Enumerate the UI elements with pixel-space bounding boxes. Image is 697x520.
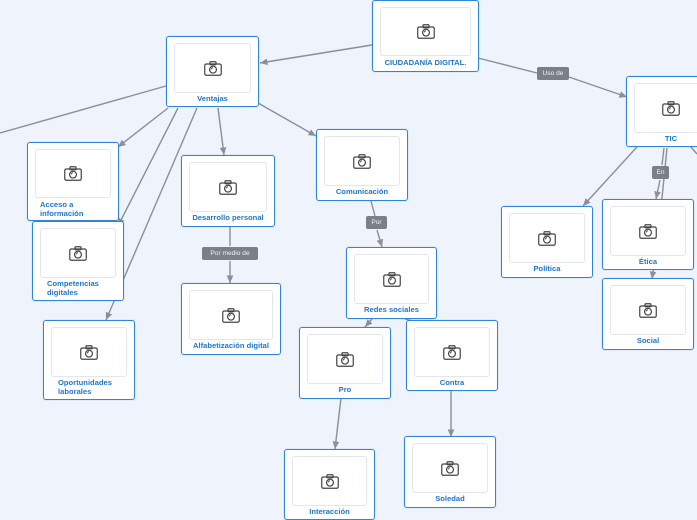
node-redes-sociales[interactable]: Redes sociales — [346, 247, 437, 319]
node-image — [634, 83, 697, 133]
node-image — [174, 43, 251, 93]
node-acceso-informacion[interactable]: Acceso a información — [27, 142, 119, 221]
edge-usode-tic — [568, 76, 628, 98]
edge-ventajas-competencias — [117, 107, 179, 227]
edge-en-etica — [654, 179, 661, 200]
edge-label-en[interactable]: En — [652, 166, 669, 179]
node-label: Acceso a información — [40, 200, 84, 218]
node-label: Ética — [638, 257, 658, 266]
camera-icon — [219, 179, 237, 195]
node-image — [324, 136, 400, 186]
node-image — [307, 334, 383, 384]
node-label: TIC — [664, 134, 678, 143]
node-label: Política — [533, 264, 561, 273]
node-social[interactable]: Social — [602, 278, 694, 350]
edge-comunicacion-por — [370, 200, 376, 217]
node-image — [509, 213, 585, 263]
edge-tic-en — [661, 147, 665, 166]
camera-icon — [353, 153, 371, 169]
camera-icon — [416, 24, 435, 39]
camera-icon — [336, 351, 354, 367]
edge-por-redes — [376, 229, 384, 248]
edge-tic-politica — [582, 146, 638, 207]
node-pro[interactable]: Pro — [299, 327, 391, 399]
node-label: Redes sociales — [364, 305, 419, 314]
node-ciudadania-digital[interactable]: CIUDADANÍA DIGITAL. — [372, 0, 479, 72]
node-image — [40, 228, 116, 278]
node-image — [35, 149, 111, 198]
node-ventajas[interactable]: Ventajas — [166, 36, 259, 107]
node-etica[interactable]: Ética — [602, 199, 694, 270]
camera-icon — [222, 307, 240, 323]
camera-icon — [662, 100, 680, 116]
node-image — [610, 285, 686, 335]
camera-icon — [64, 166, 82, 181]
edge-ventajas-acceso — [117, 107, 169, 148]
node-image — [412, 443, 488, 493]
camera-icon — [443, 344, 461, 360]
node-desarrollo-personal[interactable]: Desarrollo personal — [181, 155, 275, 227]
camera-icon — [69, 245, 87, 261]
edge-label-uso-de[interactable]: Uso de — [537, 67, 569, 80]
node-soledad[interactable]: Soledad — [404, 436, 496, 508]
camera-icon — [203, 60, 222, 76]
edge-label-por-medio-de[interactable]: Por medio de — [202, 247, 258, 260]
node-competencias-digitales[interactable]: Competencias digitales — [32, 221, 124, 301]
node-alfabetizacion-digital[interactable]: Alfabetización digital — [181, 283, 281, 355]
node-image — [189, 162, 267, 212]
camera-icon — [320, 473, 339, 489]
node-image — [292, 456, 367, 506]
node-label: Competencias digitales — [47, 279, 99, 297]
node-label: Pro — [338, 385, 352, 394]
edge-label-por[interactable]: Por — [366, 216, 387, 229]
edge-ventajas-comunicacion — [257, 102, 317, 137]
node-image — [51, 327, 127, 377]
node-label: Contra — [439, 378, 465, 387]
node-label: Soledad — [435, 494, 465, 503]
node-contra[interactable]: Contra — [406, 320, 498, 391]
camera-icon — [639, 223, 657, 239]
camera-icon — [80, 344, 98, 360]
edge-pro-interaccion — [332, 397, 342, 450]
node-image — [414, 327, 490, 377]
node-image — [610, 206, 686, 256]
edge-root-usode — [477, 57, 538, 74]
camera-icon — [538, 230, 556, 246]
camera-icon — [382, 271, 401, 287]
node-tic[interactable]: TIC — [626, 76, 697, 147]
edge-ventajas-desarrollo — [217, 107, 227, 156]
node-comunicacion[interactable]: Comunicación — [316, 129, 408, 201]
camera-icon — [639, 302, 657, 318]
edge-root-ventajas — [259, 44, 373, 66]
node-label: Comunicación — [335, 187, 389, 196]
edge-redes-pro — [364, 318, 373, 328]
node-label: Desarrollo personal — [192, 213, 264, 222]
node-label: Ventajas — [197, 94, 228, 103]
node-label: Alfabetización digital — [193, 341, 269, 350]
node-image — [189, 290, 273, 340]
node-oportunidades-laborales[interactable]: Oportunidades laborales — [43, 320, 135, 400]
camera-icon — [441, 460, 459, 476]
node-label: Oportunidades laborales — [58, 378, 113, 396]
node-image — [354, 254, 429, 304]
edge-tic-offscreen — [689, 145, 697, 155]
edge-ventajas-offscreen — [0, 85, 167, 134]
node-politica[interactable]: Política — [501, 206, 593, 278]
node-label: Interacción — [309, 507, 350, 516]
node-label: CIUDADANÍA DIGITAL. — [384, 58, 467, 67]
node-image — [380, 7, 471, 56]
node-interaccion[interactable]: Interacción — [284, 449, 375, 520]
node-label: Social — [636, 336, 660, 345]
